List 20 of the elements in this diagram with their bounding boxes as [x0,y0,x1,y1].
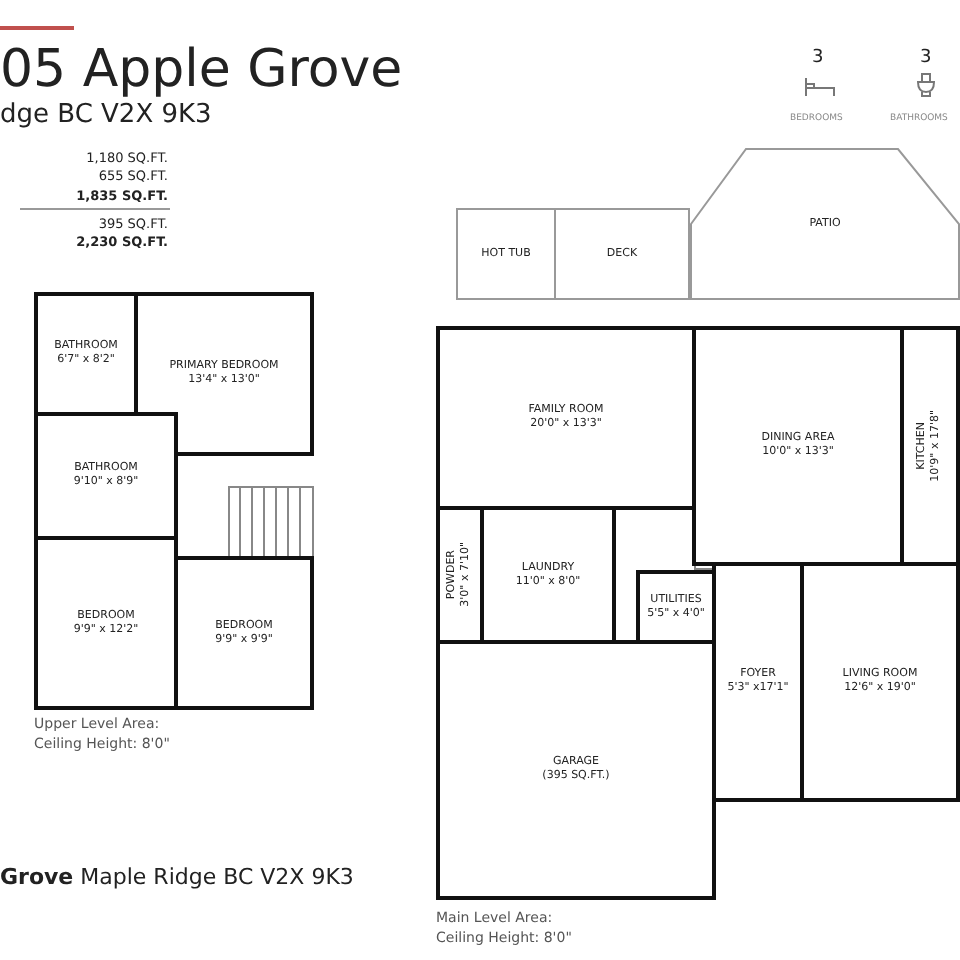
room-outline [174,556,314,710]
room-outline [636,570,716,644]
room-outline [436,326,696,510]
outdoor-area-outline [456,208,556,300]
address-subtitle: dge BC V2X 9K3 [0,100,212,130]
outdoor-area-outline [690,148,960,300]
address-title: 05 Apple Grove [0,40,403,100]
address-footer: Grove Maple Ridge BC V2X 9K3 [0,864,354,890]
bedroom-count: 3 [812,48,824,70]
outdoor-area-outline [554,208,690,300]
room-outline [800,562,960,802]
room-outline [692,326,904,566]
room-outline [34,412,178,540]
room-outline [34,536,178,710]
room-outline [436,640,716,900]
bathroom-count: 3 [920,48,932,70]
room-outline [712,562,804,802]
room-outline [134,292,314,456]
room-outline [34,292,138,416]
room-outline [900,326,960,566]
